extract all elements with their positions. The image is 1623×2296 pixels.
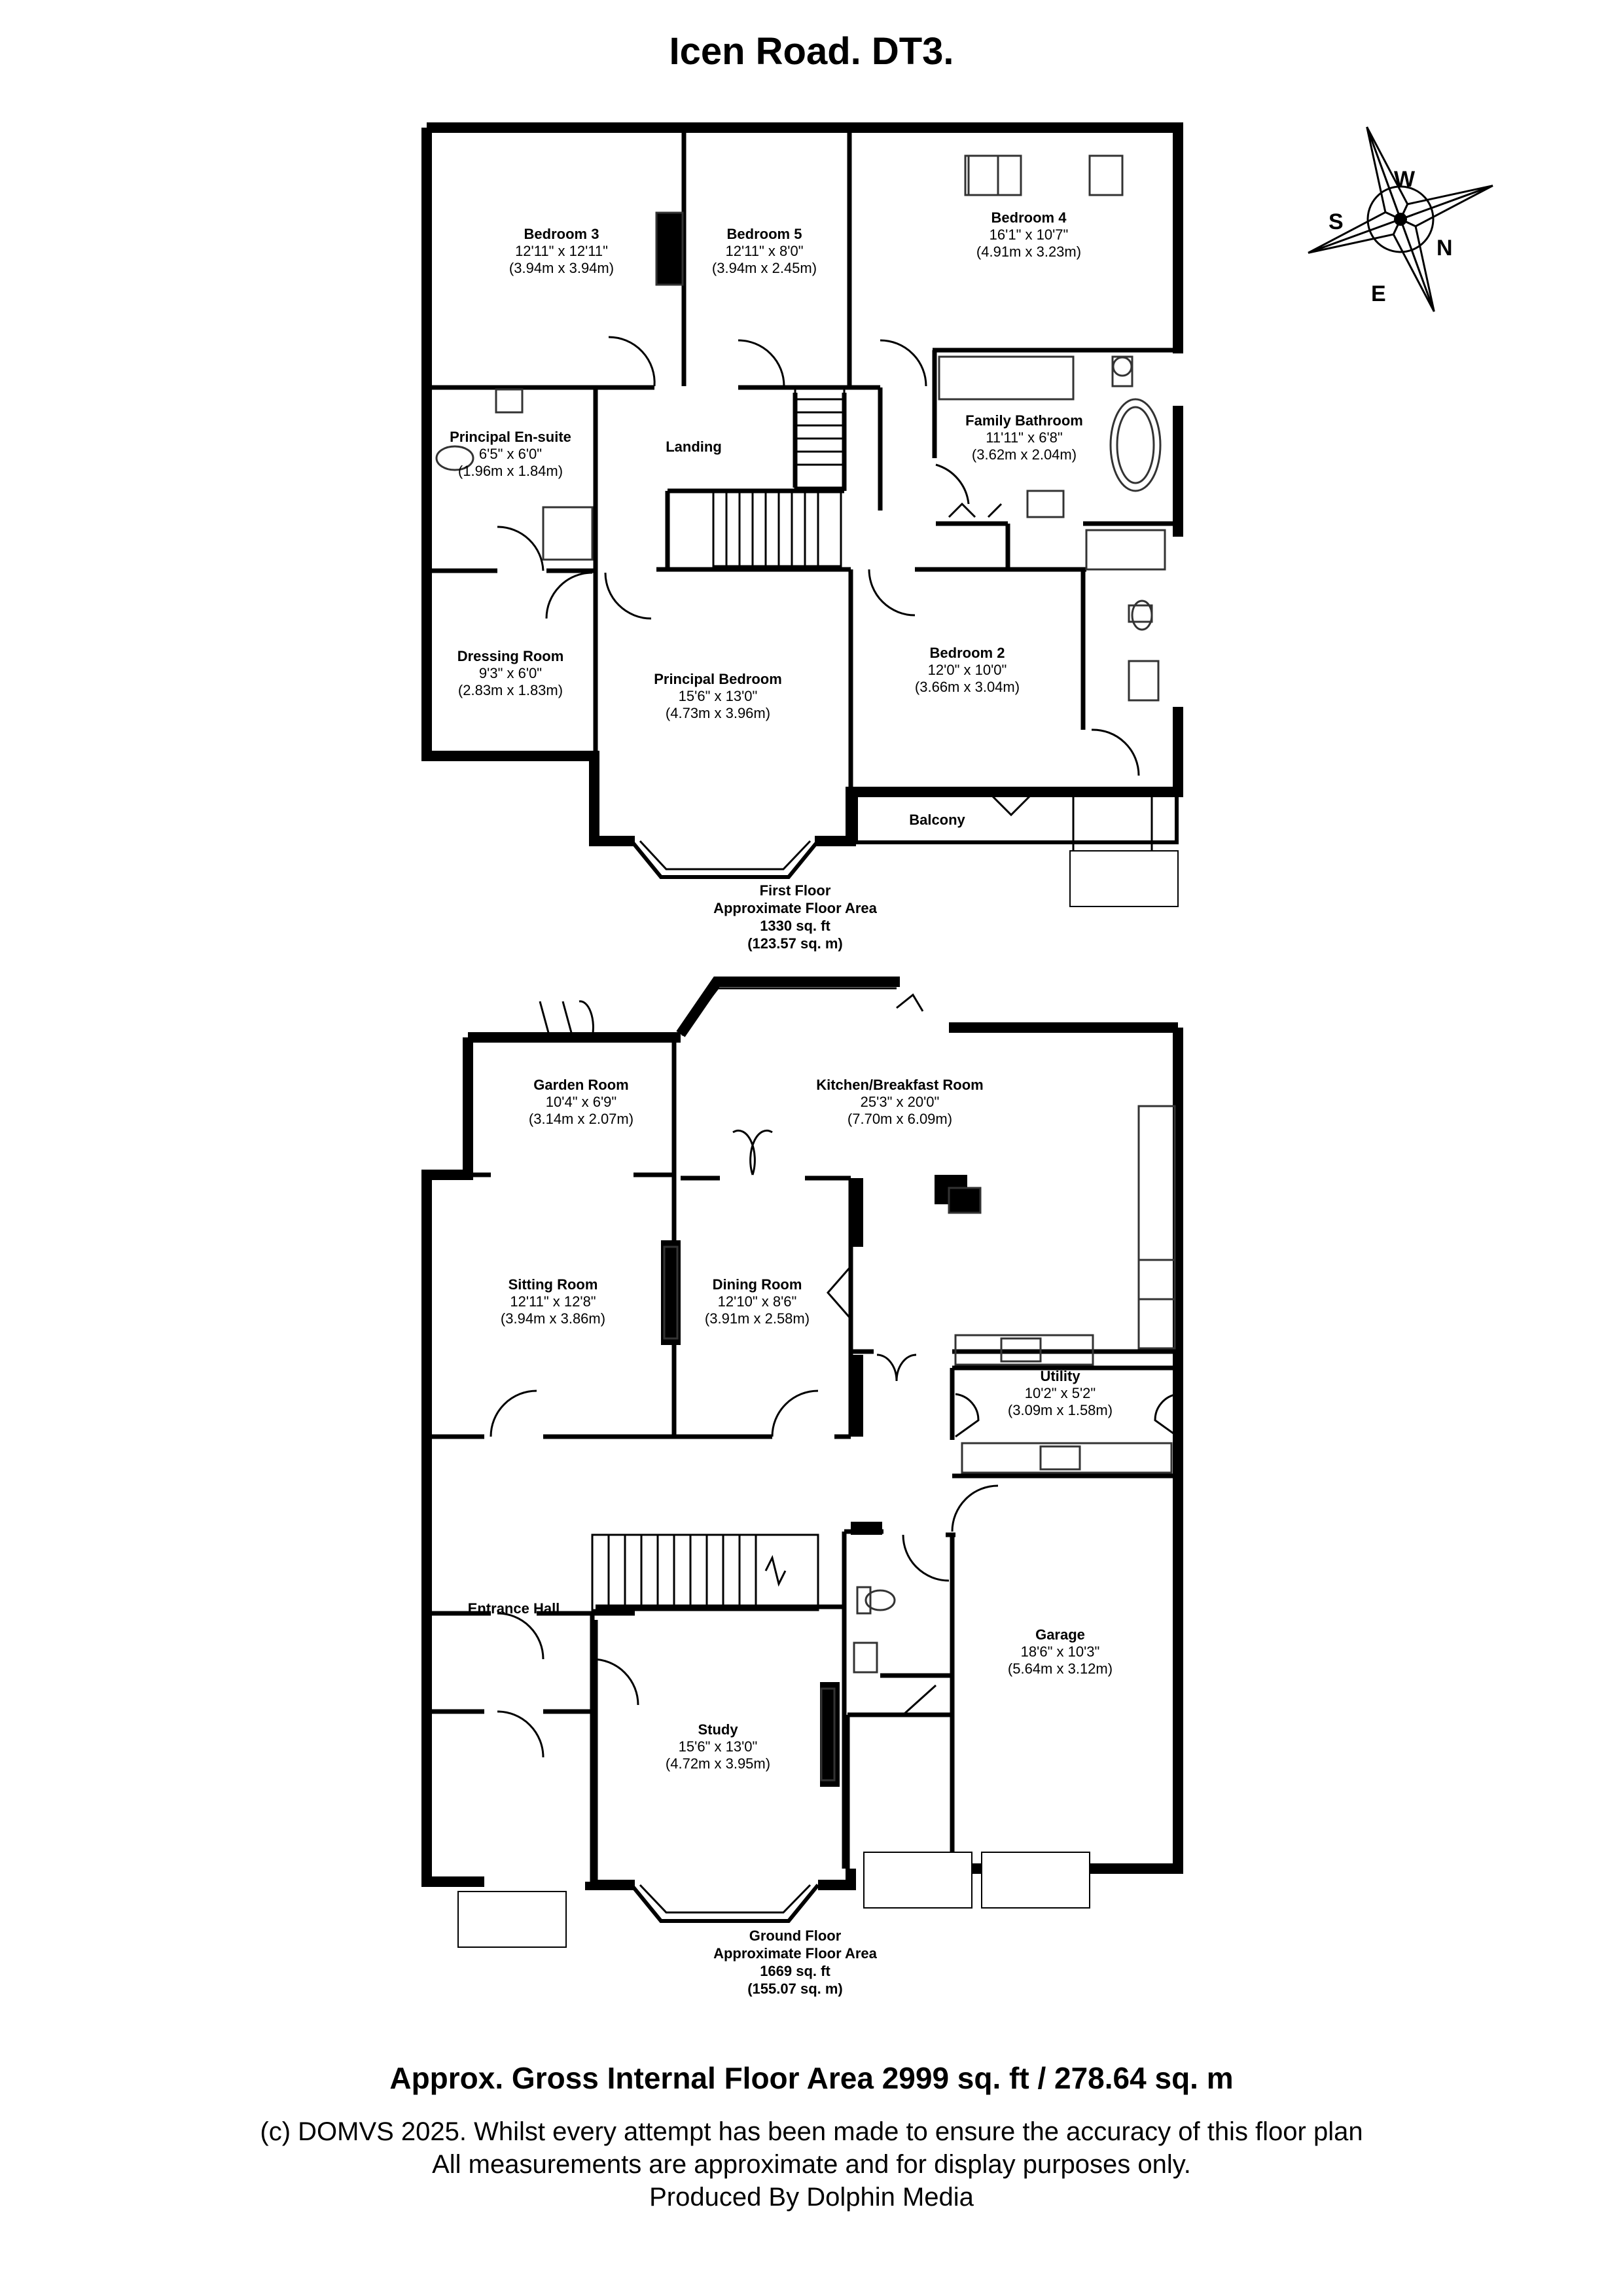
laundry-label-box [863, 1852, 972, 1909]
svg-text:Ground Floor: Ground Floor [749, 1928, 842, 1944]
svg-text:(123.57 sq. m): (123.57 sq. m) [747, 935, 843, 952]
room-name-garage: Garage [1035, 1626, 1085, 1643]
room-imperial-bedroom-2: 12'0" x 10'0" [928, 662, 1007, 678]
svg-text:(155.07 sq. m): (155.07 sq. m) [747, 1981, 843, 1997]
room-metric-bedroom-5: (3.94m x 2.45m) [712, 260, 817, 276]
footer: (c) DOMVS 2025. Whilst every attempt has… [0, 2115, 1623, 2214]
room-metric-dining-room: (3.91m x 2.58m) [705, 1310, 810, 1327]
room-imperial-family-bathroom: 11'11" x 6'8" [986, 429, 1062, 446]
room-name-principal-en-suite: Principal En-suite [450, 429, 571, 445]
room-imperial-kitchen: 25'3" x 20'0" [861, 1094, 940, 1110]
room-name-utility: Utility [1040, 1368, 1080, 1384]
room-name-bedroom-4: Bedroom 4 [991, 209, 1067, 226]
first-floor-inner-walls [427, 128, 1178, 795]
room-metric-study: (4.72m x 3.95m) [666, 1755, 770, 1772]
room-metric-principal-bedroom: (4.73m x 3.96m) [666, 705, 770, 721]
first-floor-stairs [712, 385, 846, 567]
room-imperial-study: 15'6" x 13'0" [679, 1738, 758, 1755]
plan-title: Icen Road. DT3. [669, 30, 954, 73]
svg-text:Approximate Floor Area: Approximate Floor Area [713, 900, 878, 916]
room-metric-garden-room: (3.14m x 2.07m) [529, 1111, 633, 1127]
ground-floor-walls [421, 977, 1183, 1890]
room-metric-principal-en-suite: (1.96m x 1.84m) [458, 463, 563, 479]
footer-disclaimer: All measurements are approximate and for… [432, 2150, 1191, 2179]
room-metric-family-bathroom: (3.62m x 2.04m) [972, 446, 1077, 463]
room-name-kitchen: Kitchen/Breakfast Room [816, 1077, 984, 1093]
compass-rose-icon [1308, 126, 1493, 312]
room-name-garden-room: Garden Room [533, 1077, 628, 1093]
room-imperial-garage: 18'6" x 10'3" [1021, 1643, 1100, 1660]
room-metric-bedroom-2: (3.66m x 3.04m) [915, 679, 1020, 695]
room-name-sitting-room: Sitting Room [508, 1276, 598, 1293]
room-imperial-garden-room: 10'4" x 6'9" [546, 1094, 616, 1110]
compass-letter-s: S [1329, 209, 1344, 234]
room-imperial-principal-en-suite: 6'5" x 6'0" [479, 446, 542, 462]
room-imperial-utility: 10'2" x 5'2" [1025, 1385, 1096, 1401]
first-floor-doors [497, 336, 1140, 817]
gross-floor-area: Approx. Gross Internal Floor Area 2999 s… [389, 2061, 1234, 2095]
room-imperial-principal-bedroom: 15'6" x 13'0" [679, 688, 758, 704]
svg-text:First Floor: First Floor [760, 882, 831, 899]
room-metric-dressing-room: (2.83m x 1.83m) [458, 682, 563, 698]
room-name-principal-bedroom: Principal Bedroom [654, 671, 782, 687]
ground-floor-inner-walls [427, 1037, 1178, 1888]
compass-letter-n: N [1436, 236, 1453, 260]
room-name-bedroom-3: Bedroom 3 [524, 226, 599, 242]
en-suite-label-box [1069, 850, 1179, 907]
porch-label-box [457, 1891, 567, 1948]
room-name-dressing-room: Dressing Room [457, 648, 564, 664]
ground-floor-area-label: Ground Floor Approximate Floor Area 1669… [713, 1928, 878, 1997]
svg-text:1669 sq. ft: 1669 sq. ft [760, 1963, 830, 1979]
room-imperial-bedroom-4: 16'1" x 10'7" [990, 226, 1069, 243]
ground-floor-doors [490, 993, 1179, 1758]
room-metric-bedroom-4: (4.91m x 3.23m) [976, 243, 1081, 260]
ground-floor-bay-window [630, 987, 897, 1923]
first-floor-fixtures [435, 154, 1166, 702]
compass-letters: W N E S [1329, 167, 1453, 306]
room-name-dining-room: Dining Room [713, 1276, 802, 1293]
compass-letter-w: W [1394, 167, 1416, 192]
room-imperial-dining-room: 12'10" x 8'6" [718, 1293, 797, 1310]
room-name-bedroom-2: Bedroom 2 [930, 645, 1005, 661]
room-metric-sitting-room: (3.94m x 3.86m) [501, 1310, 605, 1327]
room-metric-utility: (3.09m x 1.58m) [1008, 1402, 1113, 1418]
room-metric-bedroom-3: (3.94m x 3.94m) [509, 260, 614, 276]
room-name-bedroom-5: Bedroom 5 [727, 226, 802, 242]
ground-floor-heavy-walls [661, 1175, 967, 1787]
ground-floor-fixtures [663, 1105, 1176, 1782]
room-metric-garage: (5.64m x 3.12m) [1008, 1660, 1113, 1677]
compass-letter-e: E [1371, 281, 1386, 306]
room-name-balcony: Balcony [909, 812, 965, 828]
first-floor-area-label: First Floor Approximate Floor Area 1330 … [713, 882, 878, 952]
first-floor-bay-window [630, 840, 820, 879]
footer-copyright: (c) DOMVS 2025. Whilst every attempt has… [260, 2117, 1363, 2146]
room-name-family-bathroom: Family Bathroom [965, 412, 1083, 429]
footer-producer: Produced By Dolphin Media [649, 2183, 974, 2212]
room-imperial-bedroom-3: 12'11" x 12'11" [515, 243, 608, 259]
room-imperial-dressing-room: 9'3" x 6'0" [479, 665, 542, 681]
room-name-study: Study [698, 1721, 738, 1738]
room-imperial-sitting-room: 12'11" x 12'8" [510, 1293, 596, 1310]
wc-label-box [981, 1852, 1090, 1909]
room-imperial-bedroom-5: 12'11" x 8'0" [725, 243, 803, 259]
room-labels: Bedroom 312'11" x 12'11"(3.94m x 3.94m) B… [450, 209, 1176, 1942]
svg-text:Approximate Floor Area: Approximate Floor Area [713, 1945, 878, 1962]
svg-text:1330 sq. ft: 1330 sq. ft [760, 918, 830, 934]
room-metric-kitchen: (7.70m x 6.09m) [847, 1111, 952, 1127]
ground-floor-stairs [591, 1534, 819, 1611]
room-name-landing: Landing [666, 439, 722, 455]
room-name-entrance-hall: Entrance Hall [468, 1600, 560, 1617]
